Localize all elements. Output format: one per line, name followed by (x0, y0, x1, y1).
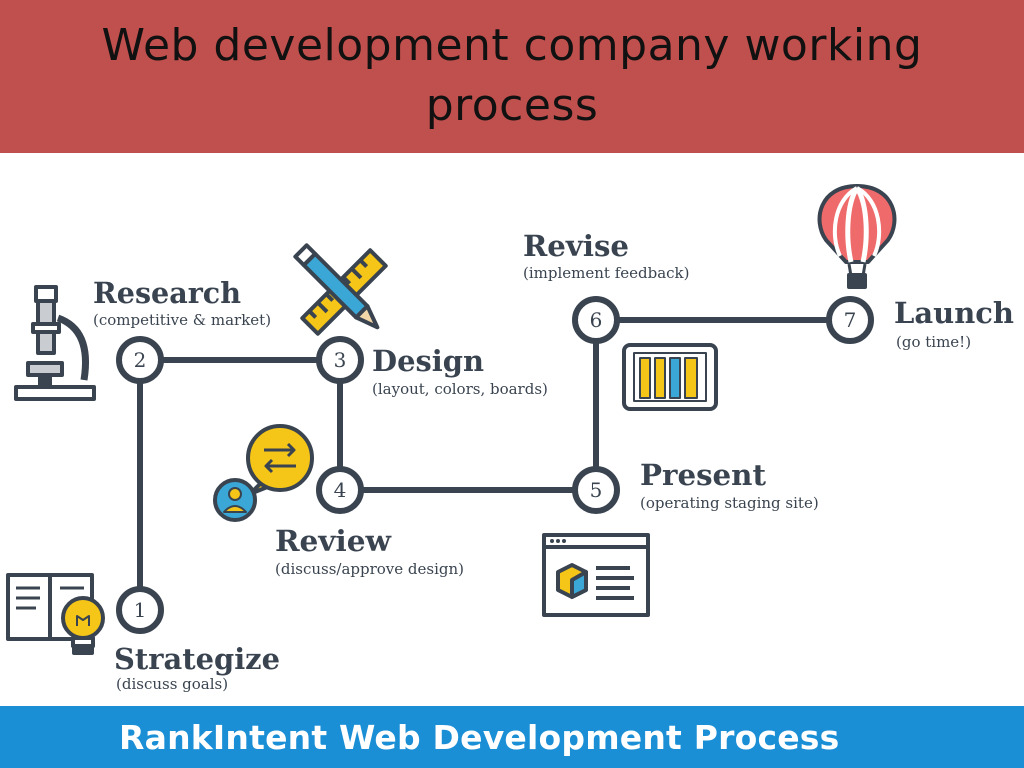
step-node-7: 7 (826, 296, 874, 344)
footer-caption: RankIntent Web Development Process (119, 718, 840, 757)
tablet-tools-icon (622, 343, 718, 411)
step-desc-review: (discuss/approve design) (275, 560, 464, 578)
step-number: 7 (844, 308, 857, 332)
footer-bar: RankIntent Web Development Process (0, 706, 1024, 768)
step-node-6: 6 (572, 296, 620, 344)
step-node-4: 4 (316, 466, 364, 514)
microscope-icon (14, 285, 96, 401)
step-desc-design: (layout, colors, boards) (372, 380, 548, 398)
process-diagram: 1 2 3 4 5 6 7 Strategize (discuss goals)… (6, 184, 1014, 693)
step-name-strategize: Strategize (114, 642, 280, 676)
step-number: 2 (134, 348, 147, 372)
step-desc-strategize: (discuss goals) (116, 675, 228, 693)
step-name-present: Present (640, 458, 767, 492)
step-name-launch: Launch (894, 296, 1014, 330)
hot-air-balloon-icon (817, 184, 897, 289)
step-node-1: 1 (116, 586, 164, 634)
pencil-ruler-icon (293, 243, 388, 336)
chat-user-icon (213, 424, 314, 522)
step-name-research: Research (93, 276, 241, 310)
book-lightbulb-icon (6, 573, 105, 655)
step-number: 3 (334, 348, 347, 372)
step-name-revise: Revise (523, 229, 629, 263)
step-number: 5 (590, 478, 603, 502)
step-desc-launch: (go time!) (896, 333, 971, 351)
step-number: 6 (590, 308, 603, 332)
step-number: 4 (334, 478, 347, 502)
browser-window-icon (542, 533, 650, 617)
step-name-review: Review (275, 524, 392, 558)
step-node-5: 5 (572, 466, 620, 514)
step-desc-revise: (implement feedback) (523, 264, 690, 282)
slide-title: Web development company working process (101, 20, 923, 131)
step-number: 1 (134, 598, 147, 622)
title-bar: Web development company working process (0, 0, 1024, 153)
step-desc-present: (operating staging site) (640, 494, 819, 512)
step-node-2: 2 (116, 336, 164, 384)
step-desc-research: (competitive & market) (93, 311, 271, 329)
step-name-design: Design (372, 344, 484, 378)
step-node-3: 3 (316, 336, 364, 384)
